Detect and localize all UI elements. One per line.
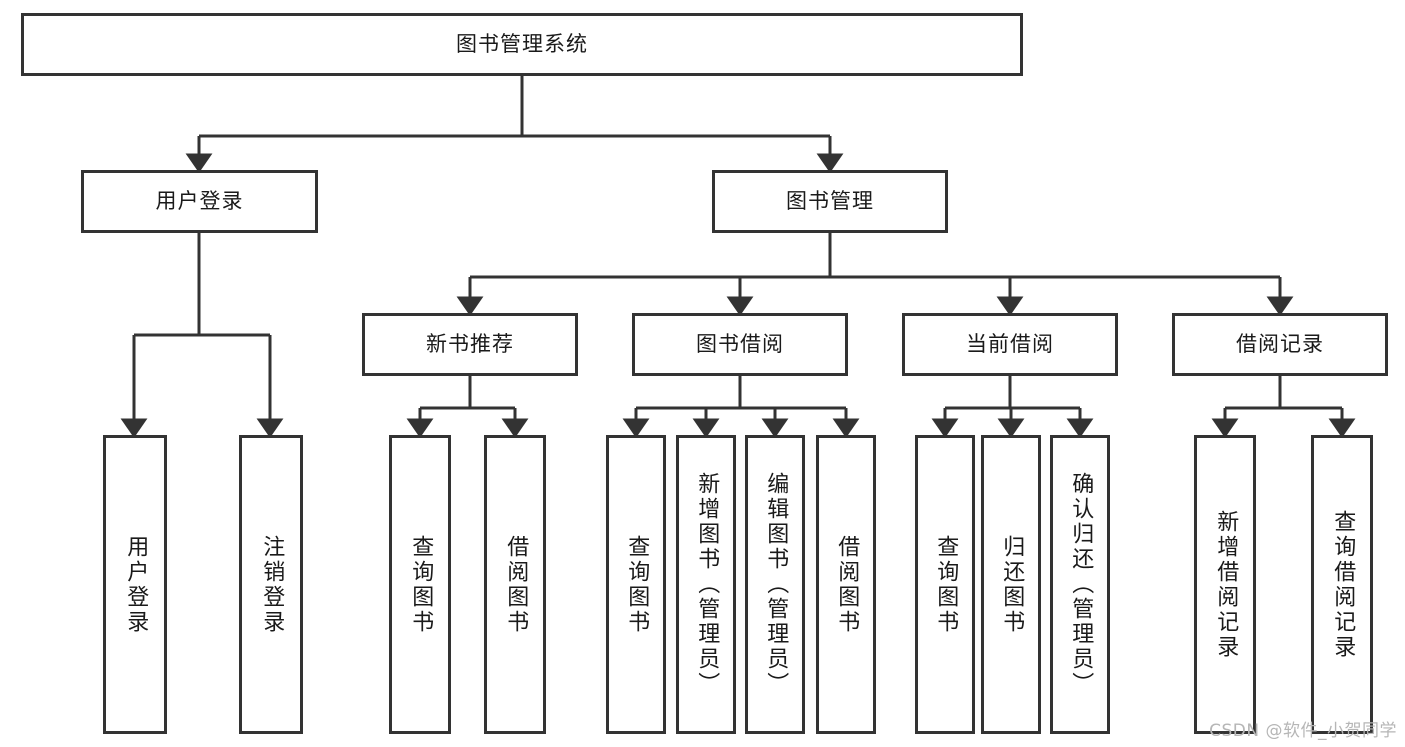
leaf-label: 查询图书 [624, 534, 650, 635]
node-user-login-label: 用户登录 [155, 189, 244, 214]
leaf-borrow-borrow-book[interactable]: 借阅图书 [816, 435, 876, 734]
node-borrow-record-label: 借阅记录 [1236, 332, 1324, 357]
leaf-record-query-record[interactable]: 查询借阅记录 [1311, 435, 1373, 734]
leaf-label: 注销登录 [259, 534, 285, 635]
leaf-label: 新增图书（管理员） [694, 472, 720, 697]
node-user-login[interactable]: 用户登录 [81, 170, 318, 233]
node-root-label: 图书管理系统 [456, 32, 588, 57]
leaf-label: 归还图书 [999, 534, 1025, 635]
leaf-borrow-add-book-admin[interactable]: 新增图书（管理员） [676, 435, 736, 734]
node-new-book-recommend[interactable]: 新书推荐 [362, 313, 578, 376]
leaf-label: 查询借阅记录 [1330, 509, 1356, 660]
leaf-user-login-signin[interactable]: 用户登录 [103, 435, 167, 734]
node-current-borrow[interactable]: 当前借阅 [902, 313, 1118, 376]
leaf-recommend-borrow-book[interactable]: 借阅图书 [484, 435, 546, 734]
leaf-borrow-query-book[interactable]: 查询图书 [606, 435, 666, 734]
node-borrow-record[interactable]: 借阅记录 [1172, 313, 1388, 376]
leaf-recommend-query-book[interactable]: 查询图书 [389, 435, 451, 734]
leaf-borrow-edit-book-admin[interactable]: 编辑图书（管理员） [745, 435, 805, 734]
leaf-label: 借阅图书 [834, 534, 860, 635]
leaf-label: 确认归还（管理员） [1068, 472, 1094, 697]
leaf-current-return-book[interactable]: 归还图书 [981, 435, 1041, 734]
leaf-label: 编辑图书（管理员） [763, 472, 789, 697]
watermark-text: CSDN @软件_小贺同学 [1209, 721, 1397, 741]
leaf-label: 查询图书 [408, 534, 434, 635]
node-book-borrow-label: 图书借阅 [696, 332, 784, 357]
node-root[interactable]: 图书管理系统 [21, 13, 1023, 76]
leaf-label: 用户登录 [123, 534, 149, 635]
leaf-label: 借阅图书 [503, 534, 529, 635]
node-book-management-label: 图书管理 [786, 189, 874, 214]
node-book-management[interactable]: 图书管理 [712, 170, 948, 233]
leaf-record-add-record[interactable]: 新增借阅记录 [1194, 435, 1256, 734]
leaf-current-query-book[interactable]: 查询图书 [915, 435, 975, 734]
node-current-borrow-label: 当前借阅 [966, 332, 1054, 357]
node-book-borrow[interactable]: 图书借阅 [632, 313, 848, 376]
leaf-label: 查询图书 [933, 534, 959, 635]
leaf-current-confirm-return-admin[interactable]: 确认归还（管理员） [1050, 435, 1110, 734]
leaf-user-login-signout[interactable]: 注销登录 [239, 435, 303, 734]
leaf-label: 新增借阅记录 [1213, 509, 1239, 660]
node-new-book-recommend-label: 新书推荐 [426, 332, 514, 357]
